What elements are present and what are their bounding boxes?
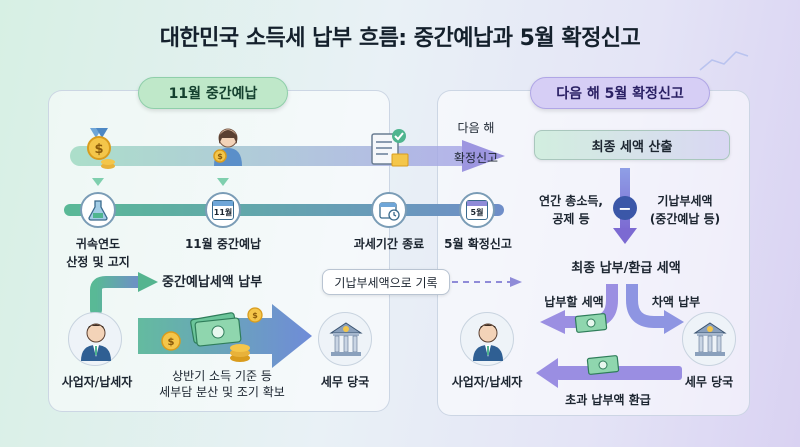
minus-icon: − xyxy=(613,196,637,220)
note-line2: 세부담 분산 및 조기 확보 xyxy=(159,385,285,399)
money-bill-icon xyxy=(574,312,608,334)
next-year-arrow xyxy=(462,140,505,172)
pay-label: 납부할 세액 xyxy=(544,295,604,309)
left-panel-header: 11월 중간예납 xyxy=(138,77,288,109)
svg-text:$: $ xyxy=(94,142,103,157)
final-tax-calc-box: 최종 세액 산출 xyxy=(534,130,730,160)
diff-label: 차액 납부 xyxy=(651,295,701,309)
person-coin-icon: $ xyxy=(210,126,246,166)
flask-icon xyxy=(88,200,108,221)
timeline-step3: 과세기간 종료 xyxy=(353,237,425,251)
next-year-label-line1: 다음 해 xyxy=(457,121,495,135)
timeline-step4: 5월 확정신고 xyxy=(444,237,512,251)
svg-text:$: $ xyxy=(168,337,175,348)
coin-icon: $ xyxy=(160,330,182,352)
note-line1: 상반기 소득 기준 등 xyxy=(172,369,272,383)
right-panel-header: 다음 해 5월 확정신고 xyxy=(530,77,710,109)
tax-office-avatar-left xyxy=(318,312,372,366)
record-label-box: 기납부세액으로 기록 xyxy=(322,269,450,295)
timeline-node-may: 5월 xyxy=(459,192,495,228)
svg-text:$: $ xyxy=(217,152,223,161)
timeline-step1-line1: 귀속연도 xyxy=(75,237,121,251)
refund-arrow-band xyxy=(556,366,682,380)
taxpayer-label-left: 사업자/납세자 xyxy=(61,375,133,389)
taxpayer-avatar-right xyxy=(460,312,514,366)
medal-coin-icon: $ xyxy=(82,128,116,170)
government-building-icon xyxy=(329,322,363,356)
calendar-5-text: 5월 xyxy=(470,207,484,217)
taxpayer-avatar-left xyxy=(68,312,122,366)
coin-icon: $ xyxy=(246,306,264,324)
page-title: 대한민국 소득세 납부 흐름: 중간예납과 5월 확정신고 xyxy=(159,26,641,51)
money-bills-icon xyxy=(184,302,254,364)
right-term-line2: (중간예납 등) xyxy=(649,212,721,226)
top-flow-band xyxy=(70,146,470,166)
left-term-line2: 공제 등 xyxy=(552,212,590,226)
tax-office-avatar-right xyxy=(682,312,736,366)
split-right-arrow xyxy=(626,284,666,328)
next-year-label-line2: 확정신고 xyxy=(453,151,499,165)
timeline-node-period-end xyxy=(371,192,407,228)
refund-label: 초과 납부액 환급 xyxy=(565,393,651,407)
right-term-line1: 기납부세액 xyxy=(657,194,713,208)
tax-form-check-icon xyxy=(370,128,410,168)
government-building-icon xyxy=(693,322,727,356)
calendar-11-text: 11월 xyxy=(213,207,233,217)
payment-curve-arrow xyxy=(90,276,146,316)
left-term-line1: 연간 총소득, xyxy=(539,194,603,208)
result-down-arrow xyxy=(613,228,637,244)
result-label: 최종 납부/환급 세액 xyxy=(571,261,681,276)
svg-text:$: $ xyxy=(252,311,258,320)
calendar-clock-icon xyxy=(379,202,400,221)
timeline-bar xyxy=(64,204,504,216)
timeline-node-assessment xyxy=(80,192,116,228)
tax-office-label-right: 세무 당국 xyxy=(684,375,734,389)
taxpayer-label-right: 사업자/납세자 xyxy=(451,375,523,389)
timeline-node-november: 11월 xyxy=(205,192,241,228)
timeline-step2: 11월 중간예납 xyxy=(184,237,262,251)
minus-symbol: − xyxy=(618,198,632,218)
payment-label: 중간예납세액 납부 xyxy=(162,275,263,290)
tax-office-label-left: 세무 당국 xyxy=(320,375,370,389)
timeline-step1-line2: 산정 및 고지 xyxy=(66,255,130,269)
money-bill-icon xyxy=(586,354,622,376)
